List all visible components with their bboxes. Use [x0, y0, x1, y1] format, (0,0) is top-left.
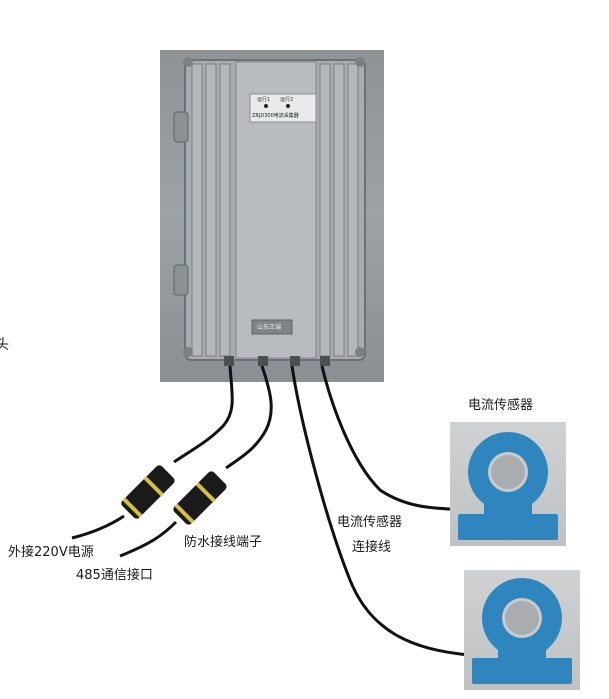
current-sensor-photo-2: [464, 570, 580, 690]
enclosure-drawing: [173, 57, 366, 366]
power-input-label: 外接220V电源: [8, 545, 94, 560]
sensor-cable-label-line2: 连接线: [352, 540, 392, 555]
current-sensor-drawing-1: [458, 432, 558, 540]
rs485-label: 485通信接口: [76, 568, 153, 583]
waterproof-connector-2: [173, 471, 227, 525]
edge-text-fragment: 头: [0, 337, 9, 353]
current-sensor-drawing-2: [472, 578, 572, 684]
current-sensor-photo-1: [450, 422, 566, 546]
waterproof-terminal-label: 防水接线端子: [184, 535, 263, 550]
sensor-top-label: 电流传感器: [468, 398, 534, 413]
waterproof-connector-1: [121, 465, 175, 519]
device-panel-label: ZRJD300电流采集器: [252, 113, 299, 119]
led2-label: 运行2: [280, 97, 294, 103]
device-brand: 山东正瑞: [257, 324, 282, 331]
led1-label: 运行1: [257, 97, 271, 103]
enclosure-photo: 运行1 运行2 ZRJD300电流采集器 山东正瑞: [160, 50, 384, 382]
sensor-cable-label-line1: 电流传感器: [337, 515, 403, 530]
